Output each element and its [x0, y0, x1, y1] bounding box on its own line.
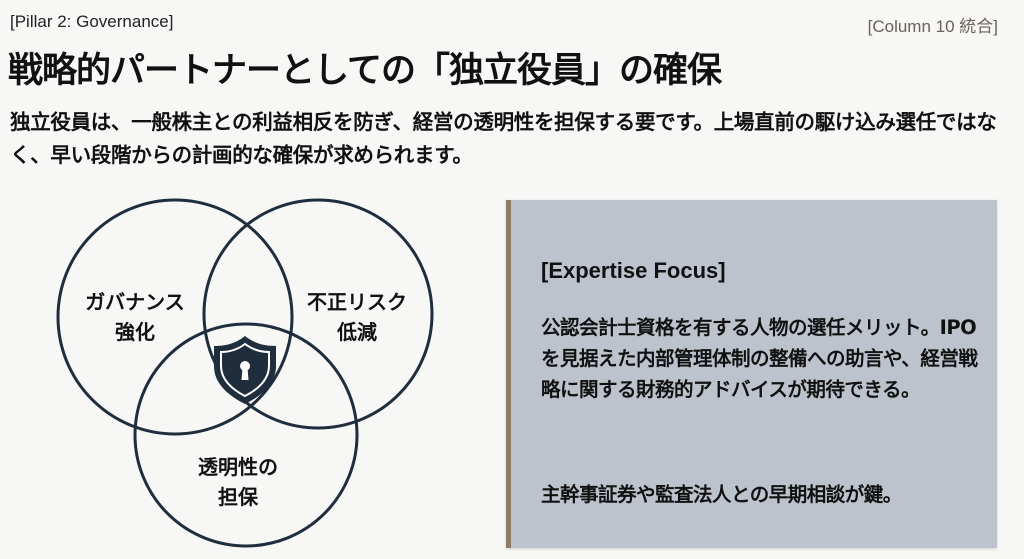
- venn-label-line: 不正リスク: [307, 290, 407, 314]
- panel-heading: [Expertise Focus]: [541, 258, 726, 283]
- venn-circle-governance: [56, 198, 294, 436]
- venn-diagram: [56, 198, 434, 548]
- venn-label-line: 強化: [115, 320, 155, 344]
- venn-label-transparency: 透明性の 担保: [163, 452, 313, 512]
- lead-text: 独立役員は、一般株主との利益相反を防ぎ、経営の透明性を担保する要です。上場直前の…: [10, 110, 997, 167]
- venn-label-line: 透明性の: [198, 455, 278, 479]
- panel-body: 公認会計士資格を有する人物の選任メリット。IPOを見据えた内部管理体制の整備への…: [541, 316, 978, 401]
- venn-label-line: 低減: [337, 320, 377, 344]
- venn-label-governance: ガバナンス 強化: [60, 287, 210, 347]
- shield-keyhole-icon: [214, 336, 276, 404]
- venn-label-line: ガバナンス: [85, 290, 185, 314]
- page-title: 戦略的パートナーとしての「独立役員」の確保: [8, 50, 722, 91]
- venn-label-line: 担保: [218, 485, 258, 509]
- pillar-label: [Pillar 2: Governance]: [10, 12, 174, 31]
- panel-key-point: 主幹事証券や監査法人との早期相談が鍵。: [541, 483, 902, 506]
- venn-label-risk: 不正リスク 低減: [282, 287, 432, 347]
- venn-circle-risk: [202, 198, 434, 430]
- column-label: [Column 10 統合]: [867, 17, 998, 36]
- expertise-focus-panel: [Expertise Focus] 公認会計士資格を有する人物の選任メリット。I…: [506, 200, 997, 548]
- venn-circle-transparency: [133, 322, 359, 548]
